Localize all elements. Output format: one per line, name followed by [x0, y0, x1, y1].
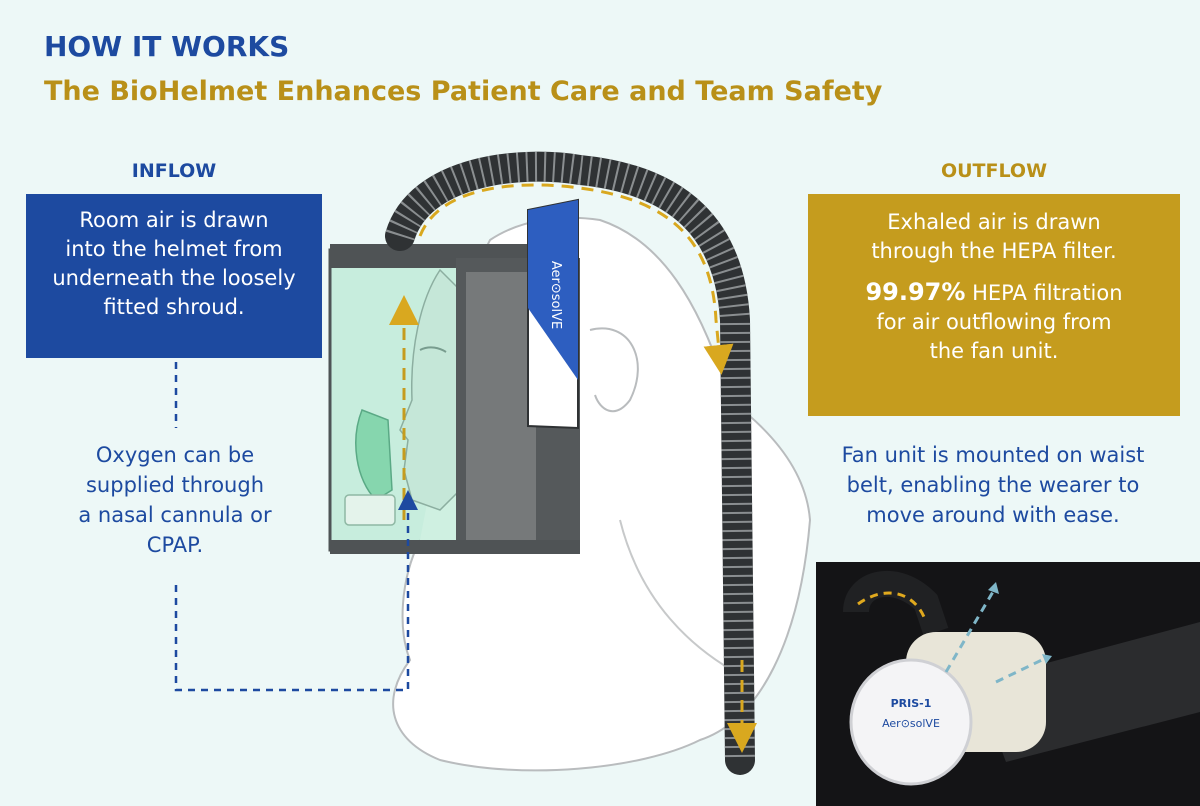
outflow-stat-line: for air outflowing from — [876, 310, 1112, 334]
outflow-label: OUTFLOW — [940, 160, 1048, 182]
inflow-box-line: Room air is drawn — [79, 208, 269, 232]
hepa-stat-value: 99.97% — [865, 278, 966, 306]
fan-arrow-right — [995, 656, 1047, 684]
helmet-bottom — [330, 540, 580, 554]
fan-arrow-up-head — [988, 582, 999, 594]
inflow-label: INFLOW — [131, 160, 217, 182]
fan-unit-brand: Aer⊙solVE — [882, 717, 940, 730]
outflow-box-line: through the HEPA filter. — [871, 239, 1117, 263]
inflow-box: Room air is drawn into the helmet from u… — [26, 194, 322, 358]
oxygen-note-line: a nasal cannula or — [78, 503, 272, 527]
helmet-brand: Aer⊙solVE — [548, 261, 563, 329]
fan-unit-illustration: PRIS-1 Aer⊙solVE — [816, 562, 1200, 806]
fan-note-line: move around with ease. — [866, 503, 1120, 527]
inflow-box-line: into the helmet from — [65, 237, 283, 261]
ear-outline — [589, 327, 639, 413]
outflow-box-line: Exhaled air is drawn — [887, 210, 1101, 234]
inflow-box-line: underneath the loosely — [52, 266, 296, 290]
fan-arrow-right-head — [1042, 654, 1052, 664]
mask-base — [344, 494, 396, 526]
oxygen-note-line: Oxygen can be — [95, 443, 255, 467]
page-subtitle: The BioHelmet Enhances Patient Care and … — [44, 76, 883, 107]
fan-note: Fan unit is mounted on waist belt, enabl… — [806, 440, 1180, 530]
outflow-stat-line: the fan unit. — [929, 339, 1059, 363]
outflow-box: Exhaled air is drawn through the HEPA fi… — [808, 194, 1180, 416]
oxygen-note-line: supplied through — [85, 473, 265, 497]
page-title: HOW IT WORKS — [44, 30, 290, 63]
fan-note-line: belt, enabling the wearer to — [846, 473, 1140, 497]
fan-arrow-up — [944, 589, 996, 673]
fan-note-line: Fan unit is mounted on waist — [841, 443, 1145, 467]
oxygen-note-line: CPAP. — [146, 533, 204, 557]
filter-panel-stripe — [528, 200, 578, 380]
oxygen-connector — [174, 490, 418, 692]
fan-cap — [849, 658, 973, 786]
helmet-inner — [466, 272, 536, 548]
fan-unit-photo: PRIS-1 Aer⊙solVE — [816, 562, 1200, 806]
hepa-stat-text: HEPA filtration — [965, 281, 1123, 305]
oxygen-note: Oxygen can be supplied through a nasal c… — [40, 440, 310, 560]
fan-unit-label: PRIS-1 — [891, 697, 932, 710]
outflow-arrow — [418, 183, 734, 375]
hepa-stat: 99.97% HEPA filtration — [818, 278, 1170, 308]
fan-arrow-gold — [857, 591, 928, 623]
inflow-box-line: fitted shroud. — [103, 295, 245, 319]
fan-hose — [843, 571, 949, 637]
hose-ribs — [385, 151, 755, 761]
